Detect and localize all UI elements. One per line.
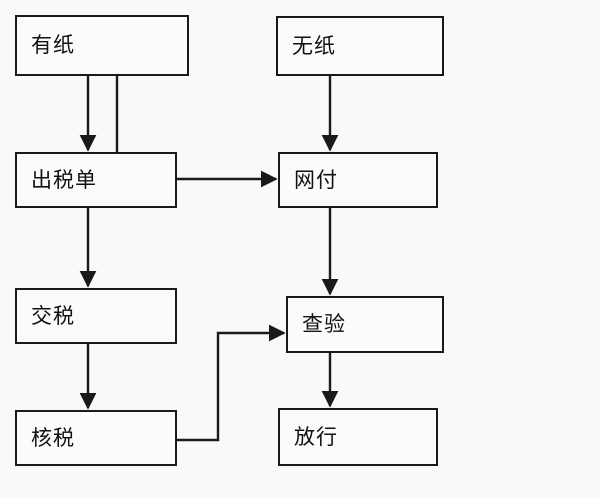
node-heshui-label: 核税 (31, 425, 75, 450)
node-wangfu[interactable]: 网付 (278, 152, 438, 208)
node-fangxing[interactable]: 放行 (278, 408, 438, 466)
node-chushuidan-label: 出税单 (31, 167, 97, 192)
node-youzhi[interactable]: 有纸 (15, 15, 189, 76)
node-wuzhi[interactable]: 无纸 (276, 16, 444, 76)
node-jiaoshui[interactable]: 交税 (15, 288, 177, 344)
node-jiaoshui-label: 交税 (31, 303, 75, 328)
node-chayan-label: 查验 (302, 312, 346, 336)
node-chushuidan[interactable]: 出税单 (15, 152, 177, 208)
node-wangfu-label: 网付 (294, 167, 338, 192)
node-heshui[interactable]: 核税 (15, 410, 177, 466)
edge-heshui-to-chayan (177, 324, 286, 442)
node-fangxing-label: 放行 (294, 424, 338, 449)
node-wuzhi-label: 无纸 (292, 33, 336, 58)
node-youzhi-label: 有纸 (31, 33, 75, 57)
node-chayan[interactable]: 查验 (286, 296, 444, 353)
